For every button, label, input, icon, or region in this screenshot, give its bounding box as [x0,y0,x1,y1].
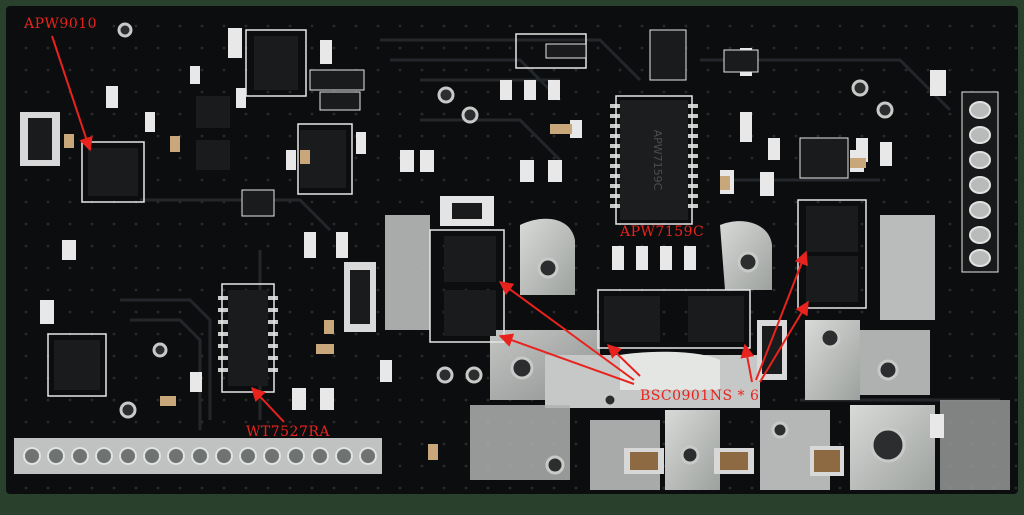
pin-header-bottom [14,438,382,474]
annotations: APW9010 APW7159C BSC0901NS * 6 WT7527RA [23,16,809,440]
chip-marking: APW7159C [651,130,664,191]
ic-apw9010 [88,148,138,196]
ic-pins [218,104,698,372]
ic-packages: APW7159C [20,36,858,390]
pin-header-right [961,91,999,273]
mounting-holes [117,22,906,475]
label-wt7527ra: WT7527RA [246,424,330,440]
label-apw7159c: APW7159C [619,224,704,240]
label-apw9010: APW9010 [23,16,97,32]
smd-passives [40,28,946,476]
ic-wt7527ra [228,290,268,386]
ic-apw7159c [620,100,688,220]
label-bsc0901ns: BSC0901NS * 6 [640,388,759,404]
